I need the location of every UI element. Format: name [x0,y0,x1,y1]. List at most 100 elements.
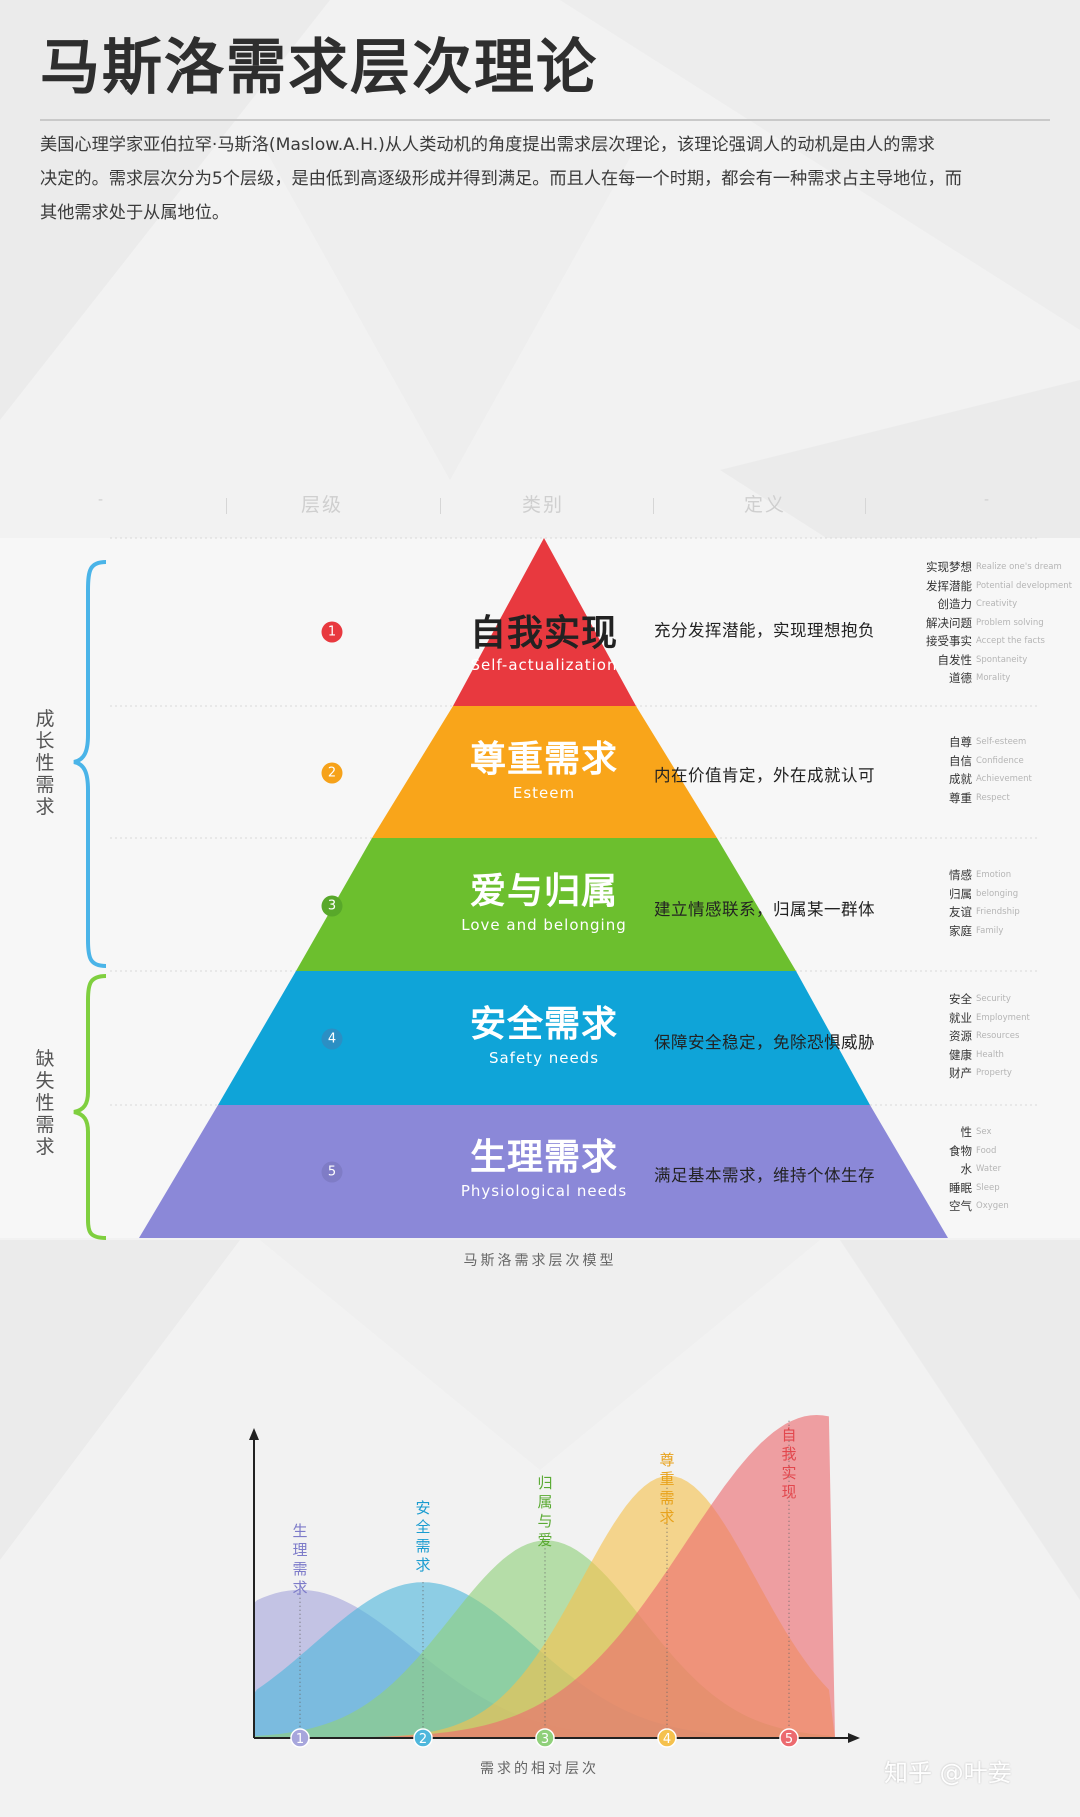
keyword-en: Creativity [976,599,1018,609]
keyword-row: 食物 Food [900,1142,1080,1161]
keyword-row: 解决问题 Problem solving [900,614,1080,633]
y-axis-arrow [249,1428,259,1440]
x-axis-arrow [848,1733,860,1743]
level-name: 爱与归属 [469,871,619,912]
keyword-en: Water [976,1164,1002,1174]
keyword-en: Food [976,1145,997,1156]
x-tick-marker [413,1728,433,1748]
keyword-en: Problem solving [976,617,1044,628]
column-level: 层级 [300,494,344,516]
keyword-cn: 情感 [949,868,972,882]
keyword-en: Sleep [976,1182,1000,1193]
pyramid-layer-2 [372,706,717,838]
x-tick-label: 5 [785,1732,793,1747]
keyword-row: 成就 Achievement [900,770,1080,789]
level-title-self-actualization: 自我实现 Self-actualization [469,613,619,675]
keyword-cn: 水 [960,1162,973,1176]
level-english: Self-actualization [470,656,618,674]
series-label: 归属与爱 [537,1474,553,1549]
level-title-safety: 安全需求 Safety needs [469,1004,619,1068]
x-tick-label: 2 [419,1732,427,1747]
keyword-en: Family [976,925,1004,936]
intro-line: 其他需求处于从属地位。 [40,203,230,223]
x-tick-marker [779,1728,799,1748]
x-tick-marker [657,1728,677,1748]
x-tick-marker [535,1728,555,1748]
keyword-cn: 尊重 [949,790,972,805]
page-title: 马斯洛需求层次理论 [40,33,598,103]
level-definition: 充分发挥潜能，实现理想抱负 [654,621,875,640]
intro-line: 决定的。需求层次分为5个层级，是由低到高逐级形成并得到满足。而且人在每一个时期，… [40,169,962,189]
keyword-cn: 自信 [949,753,972,768]
keyword-row: 自信 Confidence [900,752,1080,771]
keyword-row: 资源 Resources [900,1027,1080,1046]
keyword-cn: 道德 [949,671,972,685]
keyword-en: Emotion [976,870,1012,880]
keyword-en: Sex [976,1127,992,1137]
level-name: 自我实现 [469,613,619,654]
keyword-cn: 睡眠 [949,1180,972,1195]
level-number-badge: 2 [321,762,343,784]
keyword-en: Achievement [976,774,1032,784]
keyword-row: 就业 Employment [900,1009,1080,1028]
x-axis-label: 需求的相对层次 [480,1761,599,1777]
column-dash: - [984,492,990,508]
keyword-en: Oxygen [976,1201,1009,1211]
keyword-en: Resources [976,1031,1020,1041]
keyword-cn: 资源 [949,1029,972,1043]
area-series-5 [254,1415,835,1738]
keyword-en: Employment [976,1012,1030,1023]
keyword-en: Property [976,1068,1012,1078]
keyword-cn: 发挥潜能 [926,578,972,593]
column-dash: - [98,492,104,508]
keyword-cn: 接受事实 [926,634,972,648]
watermark: 知乎 @叶妾 [884,1759,1012,1787]
pyramid-column-header: - 层级 类别 定义 - [0,490,1080,520]
keyword-cn: 归属 [949,886,972,901]
level-definition: 建立情感联系，归属某一群体 [654,900,875,919]
pyramid-diagram [73,537,1040,1240]
keyword-en: Morality [976,673,1011,683]
level-definition: 满足基本需求，维持个体生存 [654,1166,875,1185]
series-label: 尊重需求 [659,1451,675,1526]
keyword-cn: 财产 [949,1066,972,1080]
keyword-cn: 自尊 [949,735,972,749]
title-divider [40,119,1050,121]
series-label: 自我实现 [781,1426,797,1501]
level-number-badge: 3 [321,895,343,917]
keyword-cn: 性 [960,1125,973,1139]
series-label: 生理需求 [292,1522,308,1597]
level-title-love-belonging: 爱与归属 Love and belonging [461,871,626,935]
x-tick-label: 4 [663,1732,671,1747]
growth-bracket [73,560,107,968]
level-number-badge: 4 [321,1028,343,1050]
level-name: 安全需求 [469,1004,619,1045]
keyword-cn: 成就 [949,772,972,786]
column-separator [226,498,227,514]
level-english: Esteem [512,784,576,802]
keyword-cn: 解决问题 [926,615,972,630]
x-tick-marker [290,1728,310,1748]
level-title-physiological: 生理需求 Physiological needs [461,1138,627,1201]
keyword-en: Potential development [976,580,1073,591]
level-english: Safety needs [488,1049,600,1067]
x-tick-label: 3 [541,1732,549,1747]
keyword-en: Friendship [976,907,1020,917]
pyramid-layer-1 [453,538,636,706]
keyword-cn: 就业 [949,1010,972,1025]
keyword-row: 道德 Morality [900,669,1080,688]
keyword-row: 情感 Emotion [900,866,1080,885]
keyword-cn: 食物 [949,1143,972,1158]
column-separator [865,498,866,514]
keyword-en: Confidence [976,755,1024,766]
